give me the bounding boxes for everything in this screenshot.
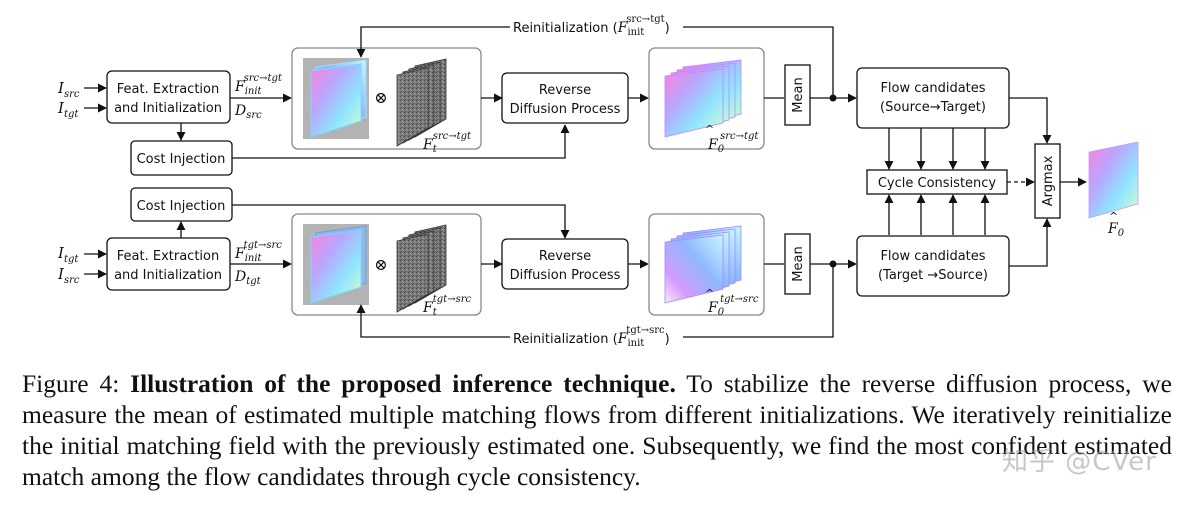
flow-image-top-2 [310,63,362,138]
hat-top: ^ [705,123,714,136]
argmax-box [1034,143,1061,219]
input-itgt-bottom: Itgt [57,244,79,265]
final-f0-label: F0 [1107,221,1125,239]
f0-label-top: F0src→tgt [707,131,759,155]
finit-label-bottom: Finittgt→src [234,240,282,264]
watermark: 知乎 @CVer [1002,447,1157,477]
ft-label-bottom: Fttgt→src [422,294,471,318]
noise-stack-bottom [396,224,447,313]
flow-candidates-top-2: (Source→Target) [880,100,986,115]
input-itgt-top: Itgt [57,99,79,120]
caption-body: To stabilize the reverse diffusion proce… [22,369,1172,491]
caption-bold: Illustration of the proposed inference t… [130,369,676,398]
reverse-diffusion-label-bottom-1: Reverse [539,249,591,264]
reinit-label-bottom: Reinitialization (Finittgt→src) [513,325,670,349]
hat-final: ^ [1109,210,1118,223]
otimes-icon-top: ⊗ [374,88,387,107]
cycle-consistency-label: Cycle Consistency [878,176,997,191]
cost-injection-label-bottom: Cost Injection [137,199,226,214]
reinit-label-top: Reinitialization (Finitsrc→tgt) [513,14,670,38]
flow-candidates-bottom-2: (Target →Source) [878,268,988,283]
ft-label-top: Ftsrc→tgt [422,131,472,155]
feat-extraction-label-top-2: and Initialization [114,101,222,116]
mean-label-top: Mean [791,77,806,112]
flow-candidates-top-1: Flow candidates [880,81,985,96]
dsrc-label-top: Dsrc [234,103,262,121]
caption-prefix: Figure 4: [22,369,131,398]
estimated-flow-stack-bottom [664,225,742,304]
feat-extraction-label-bottom-2: and Initialization [114,268,222,283]
mean-label-bottom: Mean [791,246,806,281]
cost-injection-label-top: Cost Injection [137,152,226,167]
figure-caption: Figure 4: Illustration of the proposed i… [22,368,1172,492]
estimated-flow-stack-top [664,59,742,138]
flow-candidates-bottom-1: Flow candidates [880,249,985,264]
finit-label-top: Finitsrc→tgt [234,73,283,97]
reverse-diffusion-label-bottom-2: Diffusion Process [510,268,621,283]
feat-extraction-box-top [106,70,231,124]
flow-candidates-box-top [856,67,1010,129]
input-isrc-top: Isrc [57,79,80,100]
reverse-diffusion-label-top-2: Diffusion Process [510,102,621,117]
dtgt-label-bottom: Dtgt [234,269,262,287]
mean-box-bottom [784,233,811,295]
hat-bottom: ^ [705,287,714,300]
flow-image-bottom-2 [310,229,362,304]
inference-diagram: Isrc Itgt Feat. Extraction and Initializ… [57,14,1139,349]
input-isrc-bottom: Isrc [57,265,80,286]
feat-extraction-label-bottom-1: Feat. Extraction [117,249,219,264]
feat-extraction-label-top-1: Feat. Extraction [117,82,219,97]
reverse-diffusion-label-top-1: Reverse [539,83,591,98]
final-flow-image [1088,141,1139,219]
cycle-consistency-box [866,169,1008,195]
argmax-label: Argmax [1041,155,1056,206]
otimes-icon-bottom: ⊗ [374,255,387,274]
mean-box-top [784,64,811,126]
f0-label-bottom: F0tgt→src [707,294,759,318]
flow-candidates-box-bottom [856,235,1010,297]
noise-stack-top [396,58,447,147]
